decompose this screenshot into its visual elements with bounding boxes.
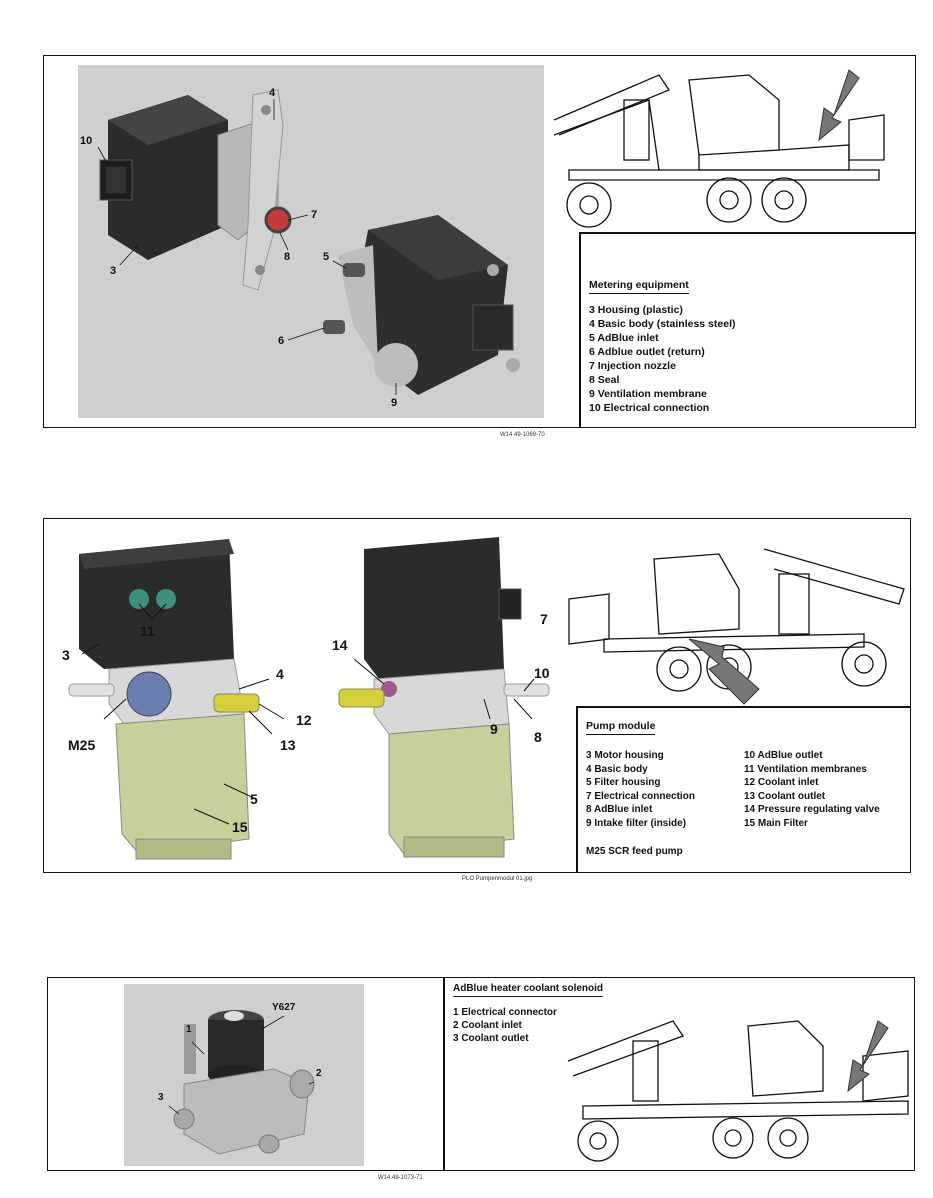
pump-module-illustration — [68, 537, 550, 860]
legend-box-line-top — [576, 706, 911, 708]
metering-unit-illustration — [97, 89, 520, 395]
metering-legend-title: Metering equipment — [589, 278, 689, 294]
solenoid-valve-illustration — [168, 1010, 315, 1155]
callout-15: 15 — [232, 819, 248, 835]
callout-9: 9 — [391, 397, 398, 409]
metering-equipment-panel: 10 4 7 8 3 5 6 9 Metering equipment 3 Ho… — [43, 55, 916, 428]
legend-item: 3 Motor housing — [586, 750, 664, 761]
legend-item: 9 Intake filter (inside) — [586, 817, 687, 829]
callout-2: 2 — [316, 1068, 322, 1079]
legend-item: 3 Housing (plastic) — [589, 304, 683, 316]
legend-box-line-left — [576, 706, 578, 873]
callout-3: 3 — [110, 265, 117, 277]
legend-item: 5 Filter housing — [586, 777, 661, 788]
callout-1: 1 — [186, 1024, 192, 1035]
legend-item: 10 Electrical connection — [589, 402, 710, 414]
section3-vertical-divider — [443, 978, 445, 1170]
pump-module-legend: Pump module — [586, 719, 656, 744]
callout-13: 13 — [280, 737, 296, 753]
callout-6: 6 — [278, 335, 285, 347]
callout-8: 8 — [534, 729, 542, 745]
callout-3: 3 — [62, 647, 70, 663]
callout-8: 8 — [284, 251, 291, 263]
legend-item: 15 Main Filter — [744, 817, 808, 829]
callout-11: 11 — [140, 623, 155, 639]
solenoid-legend-title: AdBlue heater coolant solenoid — [453, 982, 604, 997]
pump-legend-extra: M25 SCR feed pump — [586, 846, 683, 857]
legend-item: 13 Coolant outlet — [744, 790, 826, 802]
legend-item: 2 Coolant inlet — [453, 1020, 522, 1031]
legend-item: 7 Injection nozzle — [589, 360, 676, 372]
callout-y627: Y627 — [272, 1002, 296, 1013]
solenoid-valve-photo: Y627 1 2 3 — [124, 984, 364, 1166]
callout-4: 4 — [276, 666, 284, 682]
legend-item: 1 Electrical connector — [453, 1007, 557, 1018]
legend-item: 6 Adblue outlet (return) — [589, 346, 705, 358]
legend-item: 10 AdBlue outlet — [744, 750, 823, 761]
forwarder-machine-sketch — [568, 548, 905, 705]
solenoid-legend: AdBlue heater coolant solenoid 1 Electri… — [453, 982, 604, 1045]
legend-box-line-top — [579, 232, 916, 234]
metering-unit-photo: 10 4 7 8 3 5 6 9 — [78, 65, 544, 418]
legend-item: 4 Basic body — [586, 763, 648, 775]
metering-legend: Metering equipment 3 Housing (plastic) 4… — [589, 278, 735, 415]
legend-item: 7 Electrical connection — [586, 790, 695, 802]
legend-box-line-left — [579, 232, 581, 428]
callout-5: 5 — [250, 791, 258, 807]
callout-m25: M25 — [68, 737, 96, 753]
legend-item: 11 Ventilation membranes — [744, 763, 867, 775]
callout-3: 3 — [158, 1092, 164, 1103]
figure-caption-2: PLO Pumpenmodul 01.jpg — [462, 876, 533, 882]
coolant-solenoid-panel: Y627 1 2 3 AdBlue heater coolant solenoi… — [47, 977, 915, 1171]
callout-7: 7 — [540, 611, 548, 627]
figure-caption-1: W14.49-1069-70 — [500, 432, 545, 438]
callout-5: 5 — [323, 251, 330, 263]
forwarder-machine-sketch — [567, 1020, 909, 1162]
legend-item: 8 AdBlue inlet — [586, 804, 653, 815]
callout-12: 12 — [296, 712, 312, 728]
legend-item: 3 Coolant outlet — [453, 1033, 529, 1044]
pump-module-legend-title: Pump module — [586, 719, 656, 735]
legend-item: 12 Coolant inlet — [744, 777, 819, 788]
legend-item: 14 Pressure regulating valve — [744, 804, 880, 815]
legend-item: 5 AdBlue inlet — [589, 332, 659, 344]
callout-14: 14 — [332, 637, 348, 653]
figure-caption-3: W14.49-1073-71 — [378, 1175, 423, 1181]
legend-item: 4 Basic body (stainless steel) — [589, 318, 736, 330]
callout-10: 10 — [80, 135, 93, 147]
callout-7: 7 — [311, 209, 318, 221]
forwarder-machine-sketch — [553, 69, 885, 228]
legend-item: 8 Seal — [589, 374, 620, 386]
pump-legend-right-column: 10 AdBlue outlet 11 Ventilation membrane… — [744, 749, 880, 830]
pump-legend-left-column: 3 Motor housing 4 Basic body 5 Filter ho… — [586, 749, 695, 830]
legend-item: 9 Ventilation membrane — [589, 388, 707, 400]
callout-9: 9 — [490, 721, 498, 737]
callout-10: 10 — [534, 665, 550, 681]
callout-4: 4 — [269, 87, 276, 99]
pump-module-panel: 3 11 4 M25 12 13 5 15 14 7 10 9 8 Pump m… — [43, 518, 911, 873]
